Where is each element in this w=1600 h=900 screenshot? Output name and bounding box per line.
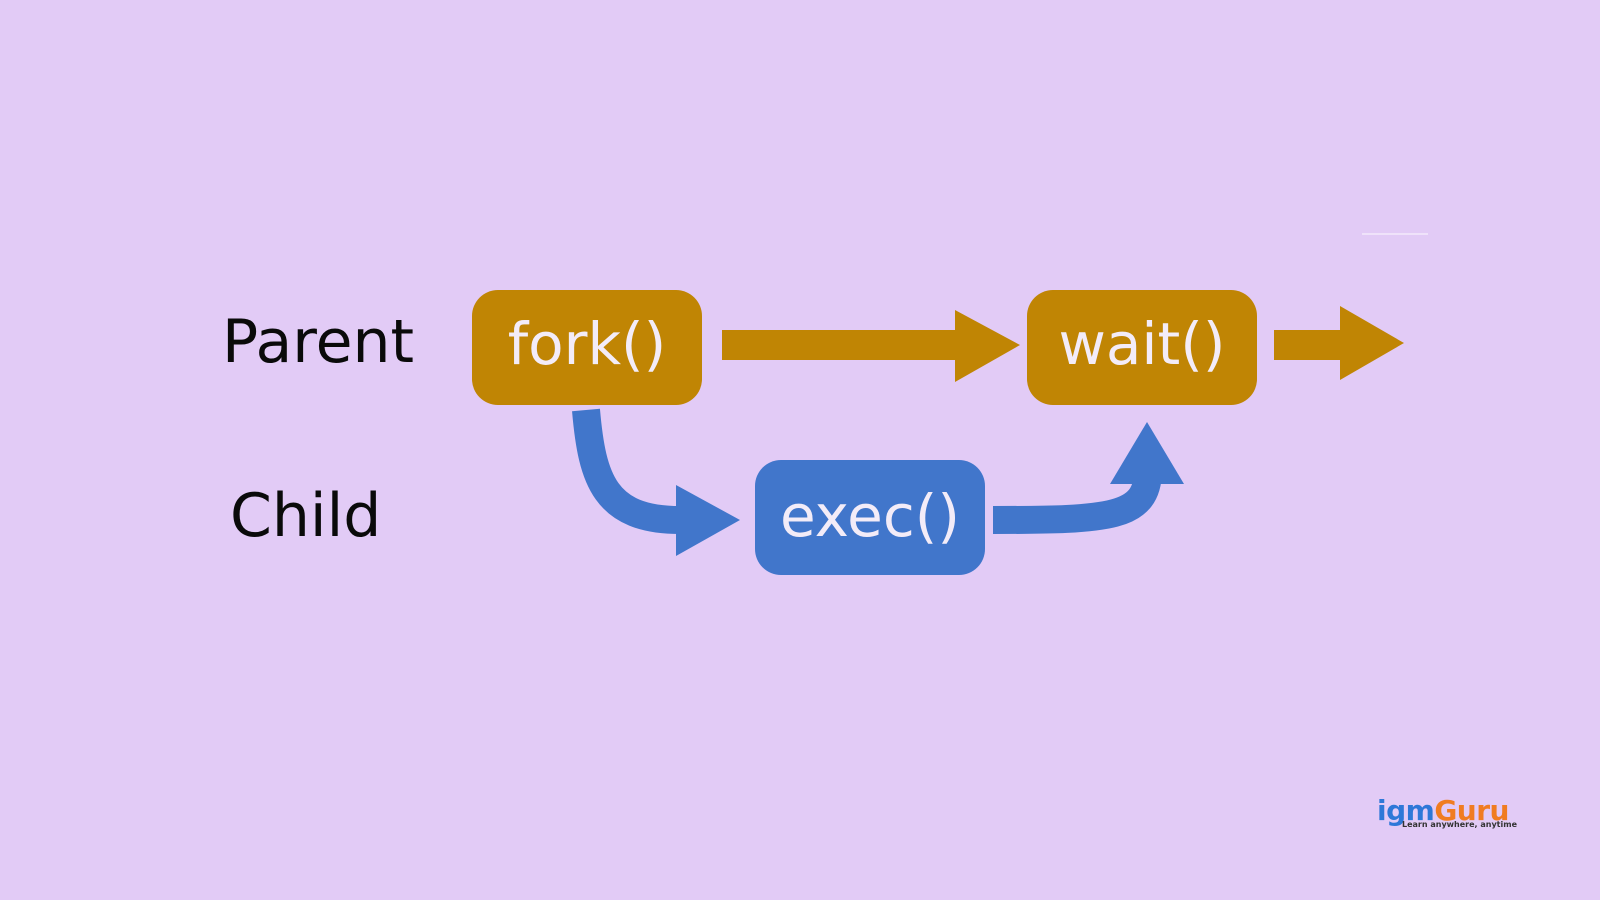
arrow-fork-to-exec — [572, 408, 740, 556]
svg-text:igmGuru: igmGuru — [1377, 794, 1509, 827]
arrow-exec-to-wait — [992, 422, 1184, 534]
arrow-wait-continue — [1274, 306, 1404, 380]
node-fork-label: fork() — [508, 310, 667, 378]
node-exec: exec() — [755, 460, 985, 575]
lane-label-child: Child — [230, 481, 381, 551]
logo-igm-text: igm — [1377, 794, 1434, 827]
logo-guru-text: Guru — [1434, 794, 1509, 827]
node-exec-label: exec() — [780, 482, 960, 550]
node-wait-label: wait() — [1058, 310, 1225, 378]
node-wait: wait() — [1027, 290, 1257, 405]
lane-label-parent: Parent — [222, 307, 414, 377]
node-fork: fork() — [472, 290, 702, 405]
logo-tagline: Learn anywhere, anytime — [1402, 820, 1518, 829]
arrow-fork-to-wait — [722, 310, 1020, 382]
igmguru-logo: igmGuru Learn anywhere, anytime — [1377, 794, 1518, 829]
